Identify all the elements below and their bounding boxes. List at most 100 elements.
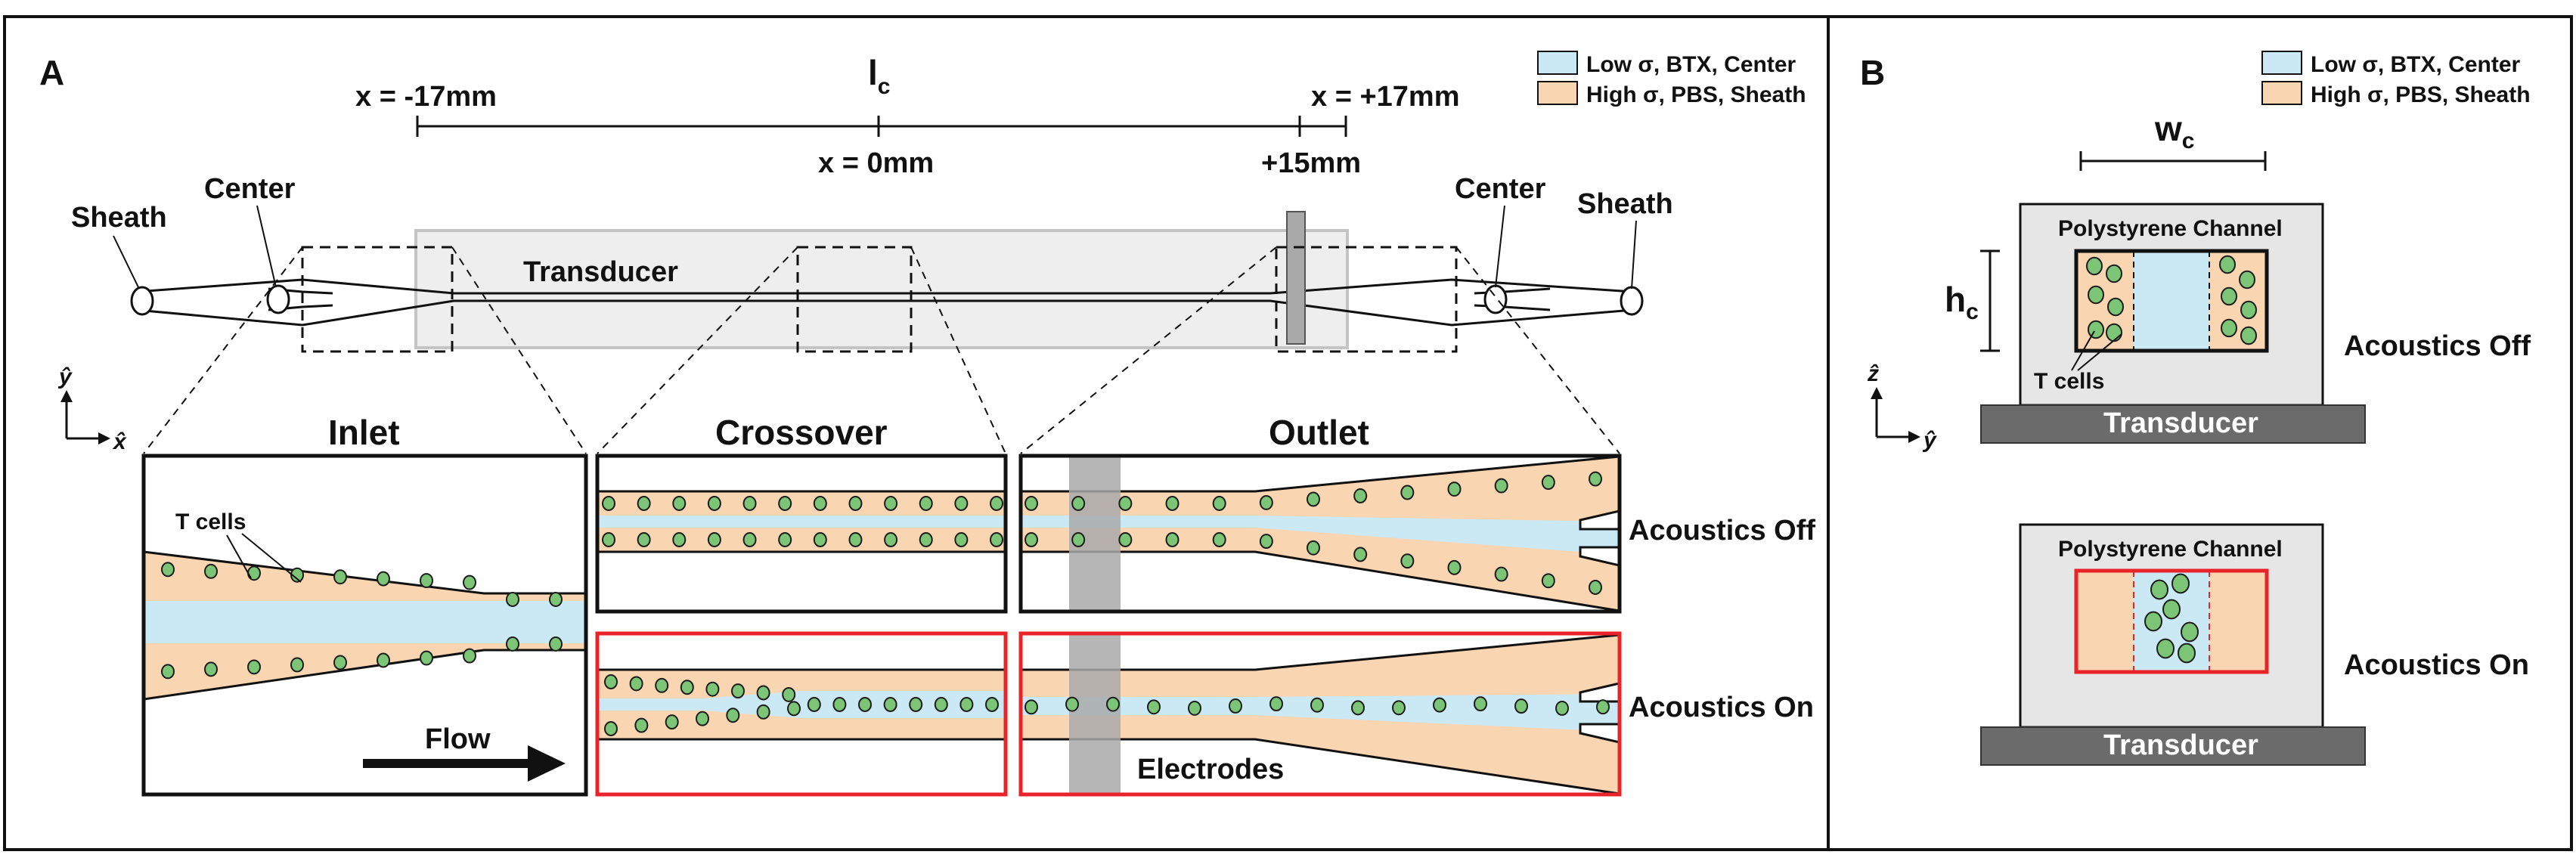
t-cell: [742, 532, 757, 547]
t-cell: [2088, 285, 2104, 305]
t-cell: [787, 701, 801, 717]
t-cell: [2144, 611, 2162, 632]
acoustics-off-label-b: Acoustics Off: [2344, 330, 2531, 362]
inset-title-inlet: Inlet: [328, 413, 400, 452]
tick-label-plus15: +15mm: [1261, 147, 1361, 179]
t-cell: [778, 532, 792, 547]
axis-indicator-a: ŷ x̂: [57, 364, 127, 454]
t-cell: [2240, 326, 2257, 345]
legend-high-label: High σ, PBS, Sheath: [1586, 82, 1806, 107]
sheath-label-left: Sheath: [71, 202, 167, 234]
t-cell: [1555, 700, 1569, 716]
legend-b-low-swatch: [2261, 51, 2302, 75]
t-cell: [2162, 599, 2181, 620]
t-cell: [1351, 700, 1365, 716]
t-cell: [813, 532, 827, 547]
t-cell: [848, 532, 863, 547]
t-cell: [2178, 643, 2196, 664]
acoustics-on-label-b: Acoustics On: [2344, 649, 2529, 681]
t-cell: [637, 496, 651, 511]
figure-frame: [3, 15, 2573, 851]
t-cell: [1165, 496, 1180, 511]
t-cell: [1065, 696, 1079, 712]
t-cell: [333, 569, 347, 585]
t-cell: [204, 661, 218, 677]
t-cell: [884, 496, 898, 511]
outlet-on-frame: [1018, 631, 1622, 797]
t-cell: [707, 532, 721, 547]
t-cell: [954, 532, 969, 547]
t-cell: [1474, 696, 1487, 712]
t-cell: [1071, 532, 1086, 547]
t-cell: [990, 496, 1003, 511]
zoom-connectors: [143, 246, 1620, 454]
legend-low-label: Low σ, BTX, Center: [1586, 52, 1796, 77]
t-cell: [2181, 621, 2199, 643]
t-cell: [549, 636, 563, 652]
t-cell: [726, 708, 740, 723]
t-cell: [848, 496, 863, 511]
legend-a: Low σ, BTX, Center High σ, PBS, Sheath: [1537, 51, 1806, 107]
t-cell: [604, 721, 618, 736]
t-cell: [1596, 699, 1610, 715]
inlet-frame: [141, 454, 588, 797]
t-cell: [672, 532, 687, 547]
t-cell: [161, 562, 175, 578]
channel-label-off: Polystyrene Channel: [2058, 216, 2283, 241]
t-cell: [1212, 532, 1226, 547]
cross-section-on: Polystyrene Channel Transducer: [1980, 523, 2366, 766]
t-cell: [420, 650, 433, 666]
t-cell: [1447, 482, 1462, 497]
t-cell: [1259, 534, 1273, 550]
acoustics-off-label-a: Acoustics Off: [1629, 515, 1815, 547]
t-cell: [1071, 496, 1086, 511]
zoom-box-outlet: [1275, 246, 1458, 353]
t-cell: [1392, 700, 1406, 716]
t-cell: [1147, 699, 1161, 715]
panel-b-label: B: [1860, 53, 1885, 92]
t-cell: [1353, 488, 1368, 503]
t-cell: [1212, 496, 1226, 511]
transducer-on: [1980, 726, 2366, 766]
transducer-off-label: Transducer: [2103, 407, 2258, 439]
t-cell: [1541, 573, 1555, 589]
t-cell: [463, 648, 476, 664]
axis-x-label: x̂: [112, 429, 127, 454]
t-cell: [2240, 300, 2257, 320]
tick-label-plus17: x = +17mm: [1311, 81, 1459, 113]
electrode-overview: [1286, 211, 1306, 345]
t-cell: [2221, 318, 2237, 338]
t-cell: [2086, 256, 2103, 276]
crossover-on-inset: [595, 631, 1008, 797]
t-cell: [1259, 494, 1273, 510]
device-overview: Transducer Sheath Center Center Sheath: [71, 173, 1673, 353]
t-cell: [290, 567, 304, 583]
transducer-off: [1980, 404, 2366, 444]
inset-title-outlet: Outlet: [1269, 413, 1369, 452]
t-cell: [204, 563, 218, 579]
t-cell: [602, 496, 615, 511]
t-cell: [909, 697, 923, 712]
center-label-left: Center: [204, 173, 296, 205]
t-cell: [2219, 255, 2236, 274]
t-cell: [1025, 496, 1038, 511]
t-cell: [420, 573, 433, 589]
t-cell: [742, 496, 757, 511]
t-cell: [954, 496, 969, 511]
panel-a-label: A: [39, 53, 64, 92]
t-cell: [782, 686, 796, 702]
t-cell: [934, 697, 948, 712]
t-cell: [2171, 573, 2190, 594]
t-cell: [1589, 580, 1602, 595]
t-cell: [247, 659, 261, 675]
legend-b-high-swatch: [2261, 81, 2302, 105]
t-cell: [1494, 566, 1508, 582]
t-cell: [1447, 559, 1462, 575]
center-port-right: [1483, 284, 1508, 314]
t-cell: [1106, 696, 1120, 712]
t-cell: [377, 571, 390, 587]
t-cell: [731, 683, 745, 699]
t-cell: [884, 532, 898, 547]
axis-y-label: ŷ: [57, 364, 73, 389]
t-cell: [1307, 491, 1320, 507]
